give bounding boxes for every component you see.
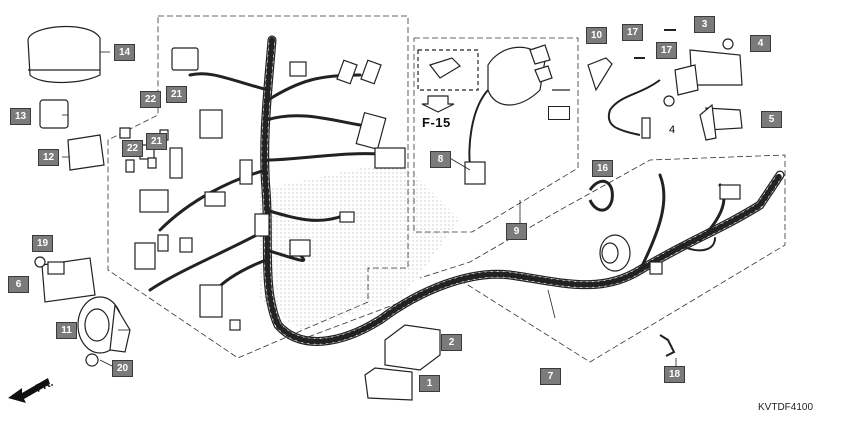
blank-label-box [548,106,570,120]
callout-3: 3 [694,16,715,33]
figure-reference: F-15 [422,115,451,130]
callout-20: 20 [112,360,133,377]
callout-6: 6 [8,276,29,293]
callout-16: 16 [592,160,613,177]
callout-21-lower: 21 [146,133,167,150]
callout-22-upper: 22 [140,91,161,108]
harness-connectors [134,47,741,331]
callout-4: 4 [750,35,771,52]
callout-14: 14 [114,44,135,61]
callout-13: 13 [10,108,31,125]
callout-17-lower: 17 [656,42,677,59]
leader-lines [62,51,677,368]
callout-22-lower: 22 [122,140,143,157]
callout-18: 18 [664,366,685,383]
bottom-boxes [364,324,441,401]
callout-21-upper: 21 [166,86,187,103]
diagram-code: KVTDF4100 [758,402,814,413]
callout-7: 7 [540,368,561,385]
callout-17-upper: 17 [622,24,643,41]
callout-1: 1 [419,375,440,392]
callout-10: 10 [586,27,607,44]
label-4-plain: 4 [669,124,676,136]
callout-9: 9 [506,223,527,240]
front-arrow-icon [8,378,50,403]
left-parts [27,26,169,367]
callout-2: 2 [441,334,462,351]
ignition-switch-parts [417,44,570,185]
harness-shading [260,160,460,330]
callout-8: 8 [430,151,451,168]
main-harness-outline [299,154,786,363]
callout-19: 19 [32,235,53,252]
callout-5: 5 [761,111,782,128]
ignition-coil-parts [587,29,743,357]
callout-12: 12 [38,149,59,166]
callout-11: 11 [56,322,77,339]
